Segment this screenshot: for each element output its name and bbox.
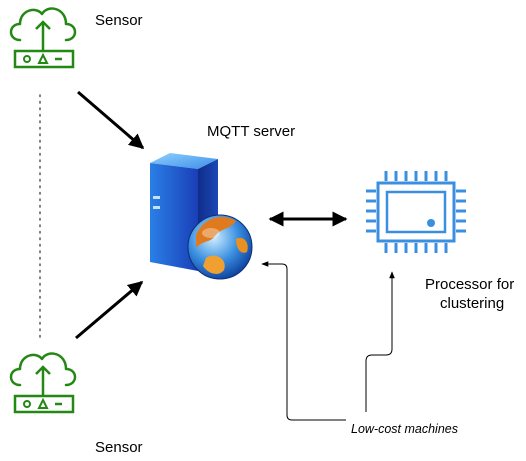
annotation-arrow-to-processor (365, 271, 395, 412)
processor-label-line1: Processor for (425, 276, 515, 293)
annotation-arrow-to-server (261, 261, 346, 421)
arrow-sensor-bottom-to-server (75, 280, 144, 340)
web-server-globe-icon (150, 153, 253, 280)
sensor-bottom-label: Sensor (95, 439, 143, 456)
mqtt-server-label: MQTT server (207, 123, 296, 140)
sensor-bottom-icon (9, 352, 77, 414)
sensor-top-icon (9, 7, 77, 69)
sensor-top-label: Sensor (95, 12, 143, 29)
processor-label-line2: clustering (440, 295, 505, 312)
processor-chip-icon (366, 171, 466, 253)
low-cost-machines-label: Low-cost machines (351, 422, 458, 436)
arrow-sensor-top-to-server (77, 90, 145, 150)
